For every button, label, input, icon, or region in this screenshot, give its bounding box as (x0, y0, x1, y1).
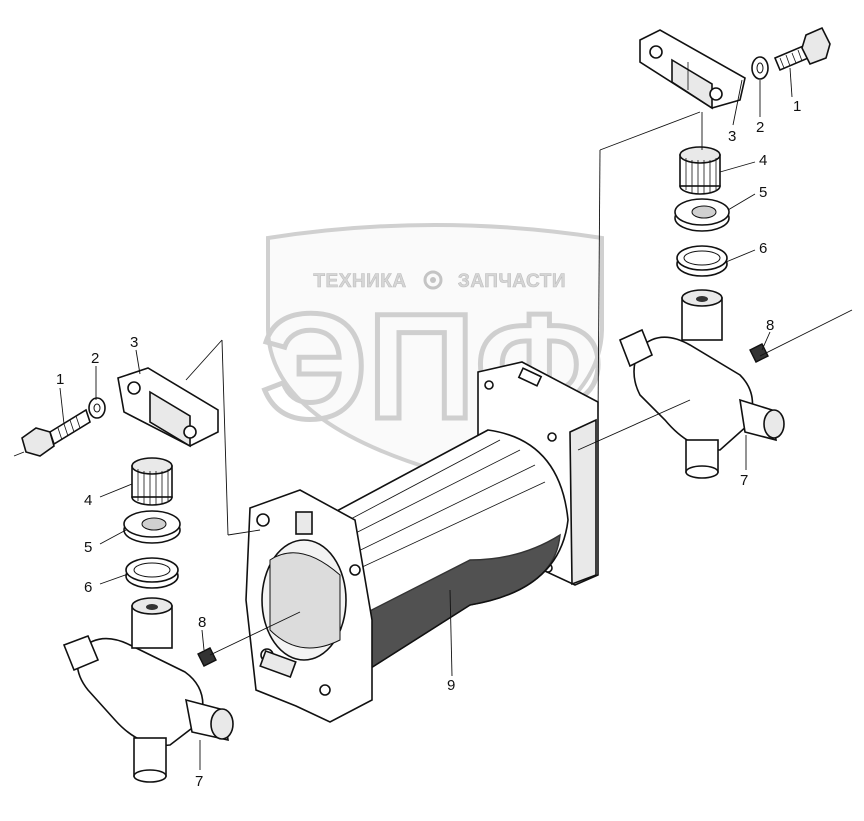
bearing-lower (131, 457, 173, 506)
callout-labels: 1 2 3 4 5 6 8 7 1 2 3 4 5 6 8 7 9 (56, 98, 801, 790)
callout-fitting-lower: 8 (198, 614, 206, 631)
housing-part-9 (245, 361, 599, 723)
bearing-upper (679, 146, 721, 195)
callout-fitting-upper: 8 (766, 317, 774, 334)
cap-lower (117, 367, 219, 448)
bolt-lower (21, 408, 91, 457)
cap-upper (639, 29, 746, 110)
leader-lines (13, 67, 853, 770)
callout-ring-lower: 5 (84, 539, 92, 556)
watermark-text-right: ЗАПЧАСТИ (458, 271, 566, 292)
callout-cross-lower: 7 (195, 773, 203, 790)
fitting-upper (749, 343, 769, 363)
fitting-lower (197, 647, 217, 667)
callout-bolt-lower: 1 (56, 371, 64, 388)
callout-bolt-upper: 1 (793, 98, 801, 115)
seal-lower (125, 557, 179, 589)
lower-assembly (21, 367, 234, 783)
bolt-upper (773, 26, 831, 72)
watermark-text-left: ТЕХНИКА (313, 271, 406, 292)
callout-cap-lower: 3 (130, 334, 138, 351)
watermark: ТЕХНИКА ЗАПЧАСТИ ЭПФ (258, 223, 606, 473)
callout-cross-upper: 7 (740, 472, 748, 489)
callout-bearing-lower: 4 (84, 492, 92, 509)
callout-ring-upper: 5 (759, 184, 767, 201)
callout-bearing-upper: 4 (759, 152, 767, 169)
callout-housing: 9 (447, 677, 455, 694)
callout-seal-lower: 6 (84, 579, 92, 596)
seal-upper (676, 245, 728, 277)
cross-lower (62, 597, 234, 783)
callout-washer-upper: 2 (756, 119, 764, 136)
callout-washer-lower: 2 (91, 350, 99, 367)
callout-cap-upper: 3 (728, 128, 736, 145)
ring-lower (123, 510, 181, 544)
cross-upper (618, 289, 785, 479)
upper-assembly (618, 26, 831, 479)
ring-upper (674, 198, 730, 232)
watermark-gear-icon (423, 270, 443, 290)
callout-seal-upper: 6 (759, 240, 767, 257)
